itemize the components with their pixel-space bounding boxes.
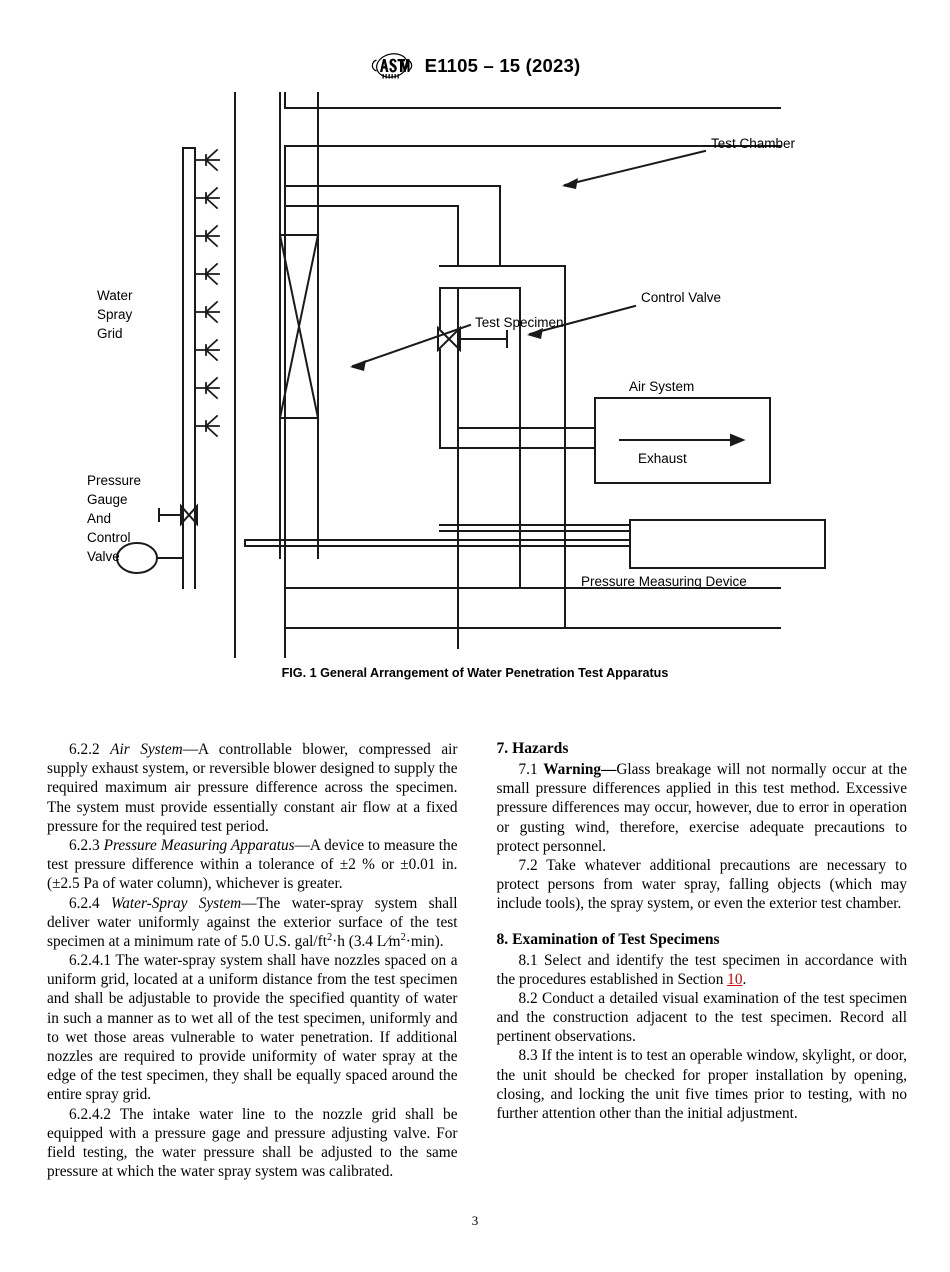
spray-nozzle [194, 262, 220, 286]
paragraph-6-2-4-1: 6.2.4.1 The water-spray system shall hav… [47, 951, 458, 1105]
para-number: 7.2 [518, 856, 538, 874]
label-pressure-gauge-line3: And [87, 511, 111, 526]
chamber-shelf-inner [284, 205, 459, 267]
paragraph-8-2: 8.2 Conduct a detailed visual examinatio… [497, 989, 908, 1047]
paragraph-6-2-2: 6.2.2 Air System—A controllable blower, … [47, 740, 458, 836]
para-text-before-xref: Select and identify the test specimen in… [496, 951, 908, 988]
label-pressure-gauge-line2: Gauge [87, 492, 128, 507]
label-water-spray-grid-line3: Grid [97, 326, 123, 341]
para-term: Air System [110, 741, 183, 758]
left-column: 6.2.2 Air System—A controllable blower, … [47, 740, 458, 1181]
paragraph-8-3: 8.3 If the intent is to test an operable… [497, 1046, 908, 1123]
para-text: The intake water line to the nozzle grid… [47, 1105, 458, 1181]
water-spray-grid-pipe [182, 147, 196, 589]
duct-inner-right-wall [439, 287, 521, 589]
outer-top-rail [284, 92, 781, 109]
label-air-system: Air System [629, 379, 694, 394]
air-control-valve [437, 325, 508, 353]
spray-nozzle [194, 148, 220, 172]
label-test-chamber: Test Chamber [711, 136, 796, 151]
leader-line-control-valve [527, 304, 637, 339]
para-superscript-2: 2 [400, 931, 406, 943]
page-header: E1105 – 15 (2023) [0, 52, 950, 79]
section-heading-7: 7. Hazards [496, 740, 569, 757]
astm-logo-icon [371, 53, 412, 79]
para-text-before-unit: The water-spray system shall deliver wat… [47, 894, 458, 950]
pressure-gauge [116, 542, 184, 574]
para-text-after-xref: . [742, 970, 747, 988]
paragraph-7-1: 7.1 Warning—Glass breakage will not norm… [497, 760, 908, 856]
para-term: Water-Spray System [110, 894, 242, 912]
para-text: The water-spray system shall have nozzle… [47, 952, 458, 1104]
para-number: 6.2.4 [69, 894, 100, 912]
para-term: Pressure Measuring Apparatus [103, 836, 295, 854]
para-text: A device to measure the test pressure di… [47, 836, 458, 893]
section-heading-8: 8. Examination of Test Specimens [496, 930, 720, 948]
spray-nozzle [194, 376, 220, 400]
paragraph-8-1: 8.1 Select and identify the test specime… [497, 951, 908, 989]
paragraph-6-2-3: 6.2.3 Pressure Measuring Apparatus—A dev… [47, 836, 458, 894]
pressure-measuring-device-box [629, 519, 826, 569]
body-columns: 6.2.2 Air System—A controllable blower, … [47, 740, 907, 1181]
figure-1: Water Spray Grid Pressure Gauge And Cont… [0, 88, 950, 658]
apparatus-diagram: Water Spray Grid Pressure Gauge And Cont… [87, 92, 826, 658]
label-control-valve: Control Valve [641, 290, 721, 305]
label-pressure-gauge-line5: Valve [87, 549, 120, 564]
para-text: Conduct a detailed visual examination of… [496, 989, 908, 1046]
air-system-box [594, 397, 771, 484]
leader-line-test-specimen [350, 323, 472, 371]
label-water-spray-grid-line2: Spray [97, 307, 133, 322]
spray-nozzle [194, 414, 220, 438]
para-text: If the intent is to test an operable win… [496, 1047, 908, 1122]
para-text-after: ·min). [405, 932, 444, 950]
para-dash: — [241, 894, 257, 912]
para-text: A controllable blower, compressed air su… [47, 741, 458, 835]
label-exhaust: Exhaust [638, 451, 687, 466]
para-superscript-1: 2 [326, 931, 333, 943]
exhaust-arrow [619, 433, 746, 447]
figure-caption: FIG. 1 General Arrangement of Water Pene… [281, 666, 669, 680]
para-number: 8.1 [518, 951, 538, 969]
para-number: 6.2.3 [69, 836, 100, 854]
paragraph-6-2-4: 6.2.4 Water-Spray System—The water-spray… [47, 894, 458, 952]
duct-to-air-system-lower [439, 349, 596, 449]
leader-line-test-chamber [562, 149, 707, 189]
chamber-shelf-upper [284, 185, 501, 267]
spray-nozzle [194, 186, 220, 210]
label-pressure-gauge-line4: Control [87, 530, 131, 545]
cross-reference-link-section-10[interactable]: 10 [727, 970, 743, 988]
para-number: 8.2 [518, 989, 538, 1007]
para-warning-lead: Warning— [543, 761, 617, 778]
para-dash: — [182, 741, 199, 758]
para-number: 6.2.4.2 [69, 1105, 112, 1123]
para-number: 8.3 [518, 1047, 538, 1065]
label-pressure-measuring-device: Pressure Measuring Device [581, 574, 747, 589]
spray-nozzle [194, 300, 220, 324]
page-title: E1105 – 15 (2023) [424, 54, 581, 76]
para-number: 7.1 [518, 761, 538, 778]
test-specimen-panel [278, 233, 320, 420]
right-column: 7. Hazards 7.1 Warning—Glass breakage wi… [497, 740, 908, 1181]
label-test-specimen: Test Specimen [475, 315, 564, 330]
spray-nozzle [194, 338, 220, 362]
duct-to-air-system-upper [457, 349, 596, 429]
paragraph-6-2-4-2: 6.2.4.2 The intake water line to the noz… [47, 1105, 458, 1182]
para-text: Take whatever additional precautions are… [496, 856, 908, 913]
para-text: Glass breakage will not normally occur a… [496, 761, 908, 855]
para-dash: — [294, 836, 310, 854]
page-number: 3 [471, 1213, 479, 1228]
water-control-valve [158, 503, 198, 527]
spray-nozzle [194, 224, 220, 248]
label-pressure-gauge-line1: Pressure [87, 473, 141, 488]
paragraph-7-2: 7.2 Take whatever additional precautions… [497, 856, 908, 914]
chamber-inner-right-wall [439, 265, 566, 629]
label-water-spray-grid-line1: Water [97, 288, 133, 303]
para-number: 6.2.4.1 [69, 952, 112, 970]
para-number: 6.2.2 [69, 741, 100, 758]
para-text-mid: ·h (3.4 L⁄m [332, 932, 401, 950]
